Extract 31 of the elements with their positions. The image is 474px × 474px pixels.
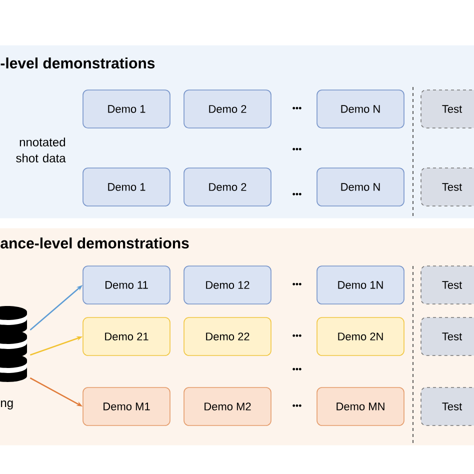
- demo-box: Demo 2N: [316, 317, 404, 356]
- demo-box: Demo 1: [82, 90, 170, 128]
- demo-box: Demo 22: [184, 317, 272, 356]
- demo-box: Demo 12: [184, 266, 272, 304]
- test-box: Test: [420, 168, 474, 206]
- ellipsis: •••: [292, 192, 302, 196]
- ellipsis: •••: [292, 368, 302, 370]
- panel-title: ance-level demonstrations: [0, 238, 189, 248]
- demo-box: Demo 2: [184, 90, 272, 128]
- demo-box: Demo 11: [82, 266, 170, 304]
- ellipsis: •••: [292, 106, 302, 110]
- test-box: Test: [420, 90, 474, 128]
- note-text: nnotated shot data: [16, 138, 66, 162]
- demo-box: Demo 21: [82, 317, 170, 356]
- demo-box: Demo 1N: [316, 266, 404, 304]
- ellipsis: •••: [292, 404, 302, 407]
- demo-box: Demo MN: [316, 387, 404, 426]
- ellipsis: •••: [292, 148, 302, 150]
- demo-box: Demo 2: [184, 168, 272, 206]
- demo-box: Demo 1: [82, 168, 170, 206]
- demo-box: Demo M1: [82, 387, 170, 426]
- demo-box: Demo N: [316, 90, 404, 128]
- demo-box: Demo M2: [184, 387, 272, 426]
- ellipsis: •••: [292, 334, 302, 337]
- test-box: Test: [420, 317, 474, 356]
- ellipsis: •••: [292, 282, 302, 286]
- test-box: Test: [420, 266, 474, 304]
- demo-box: Demo N: [316, 168, 404, 206]
- test-box: Test: [420, 387, 474, 426]
- node-label: ng: [1, 400, 13, 410]
- panel-title: -level demonstrations: [0, 58, 155, 68]
